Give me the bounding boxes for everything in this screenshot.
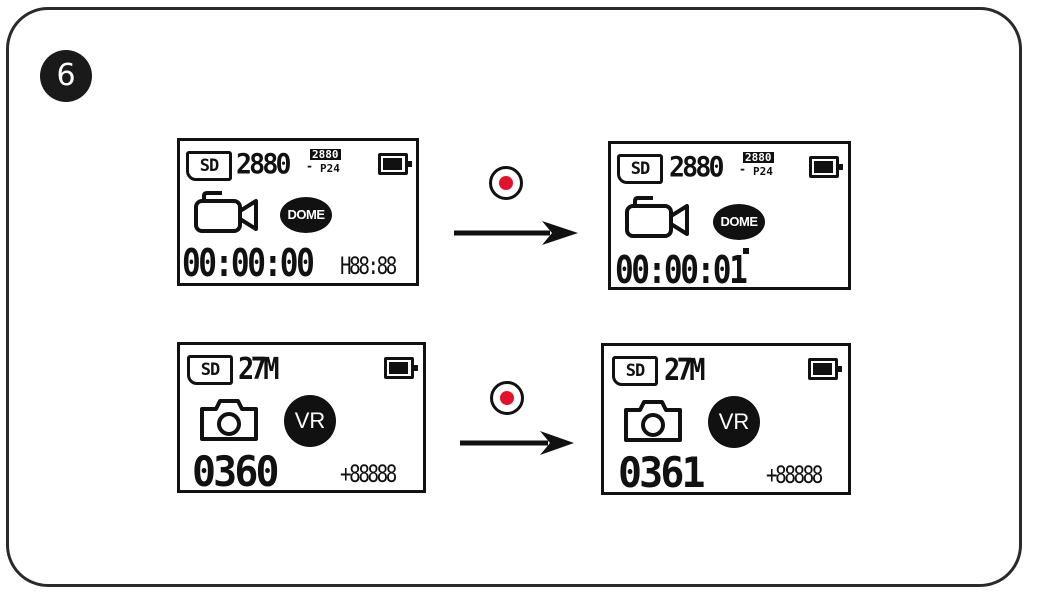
video-resolution: 2880 [669, 150, 725, 183]
dome-mode-badge: DOME [280, 197, 332, 233]
vr-mode-badge: VR [284, 395, 336, 447]
battery-icon [384, 357, 418, 379]
photo-count: 0360 [192, 447, 280, 493]
video-screen-after: SD 2880 2880 - P24 DOME 00:00:01 [608, 141, 851, 290]
sd-card-icon: SD [617, 154, 663, 184]
video-resolution-sub-top: 2880 [310, 148, 341, 161]
photo-megapixels: 27M [238, 352, 280, 387]
photo-camera-icon [624, 400, 682, 442]
video-resolution-sub-top: 2880 [743, 151, 774, 164]
video-resolution: 2880 [236, 147, 292, 180]
recording-indicator-dot [743, 248, 749, 254]
sd-card-icon: SD [186, 151, 232, 181]
vr-mode-badge: VR [708, 396, 760, 448]
video-resolution-sub-bottom: P24 [320, 162, 340, 175]
resolution-dash: - [307, 159, 312, 173]
photo-screen-after: SD 27M VR 0361 +88888 [601, 343, 851, 495]
recording-timer: 00:00:01 [615, 248, 748, 290]
recording-timer: 00:00:00 [182, 241, 315, 285]
video-resolution-sub-bottom: P24 [753, 165, 773, 178]
instruction-frame [6, 7, 1022, 587]
arrow-right-icon [460, 431, 574, 455]
battery-icon [808, 358, 842, 380]
video-screen-before: SD 2880 2880 - P24 DOME 00:00:00 H88:88 [177, 138, 419, 286]
photos-remaining: +88888 [766, 461, 823, 489]
photo-camera-icon [200, 399, 258, 441]
photo-screen-before: SD 27M VR 0360 +88888 [177, 342, 426, 493]
record-button-icon [490, 381, 524, 415]
battery-icon [378, 153, 412, 175]
photo-count: 0361 [618, 448, 706, 495]
record-button-icon [489, 166, 523, 200]
sd-card-icon: SD [612, 356, 658, 386]
sd-card-icon: SD [187, 355, 233, 385]
video-camera-icon [194, 191, 258, 233]
battery-icon [809, 156, 843, 178]
photo-megapixels: 27M [664, 353, 706, 388]
photos-remaining: +88888 [340, 460, 397, 488]
dome-mode-badge: DOME [713, 204, 765, 240]
step-number-badge: 6 [40, 50, 92, 102]
resolution-dash: - [740, 162, 745, 176]
arrow-right-icon [454, 221, 578, 245]
video-camera-icon [625, 196, 689, 238]
remaining-time: H88:88 [340, 252, 397, 280]
